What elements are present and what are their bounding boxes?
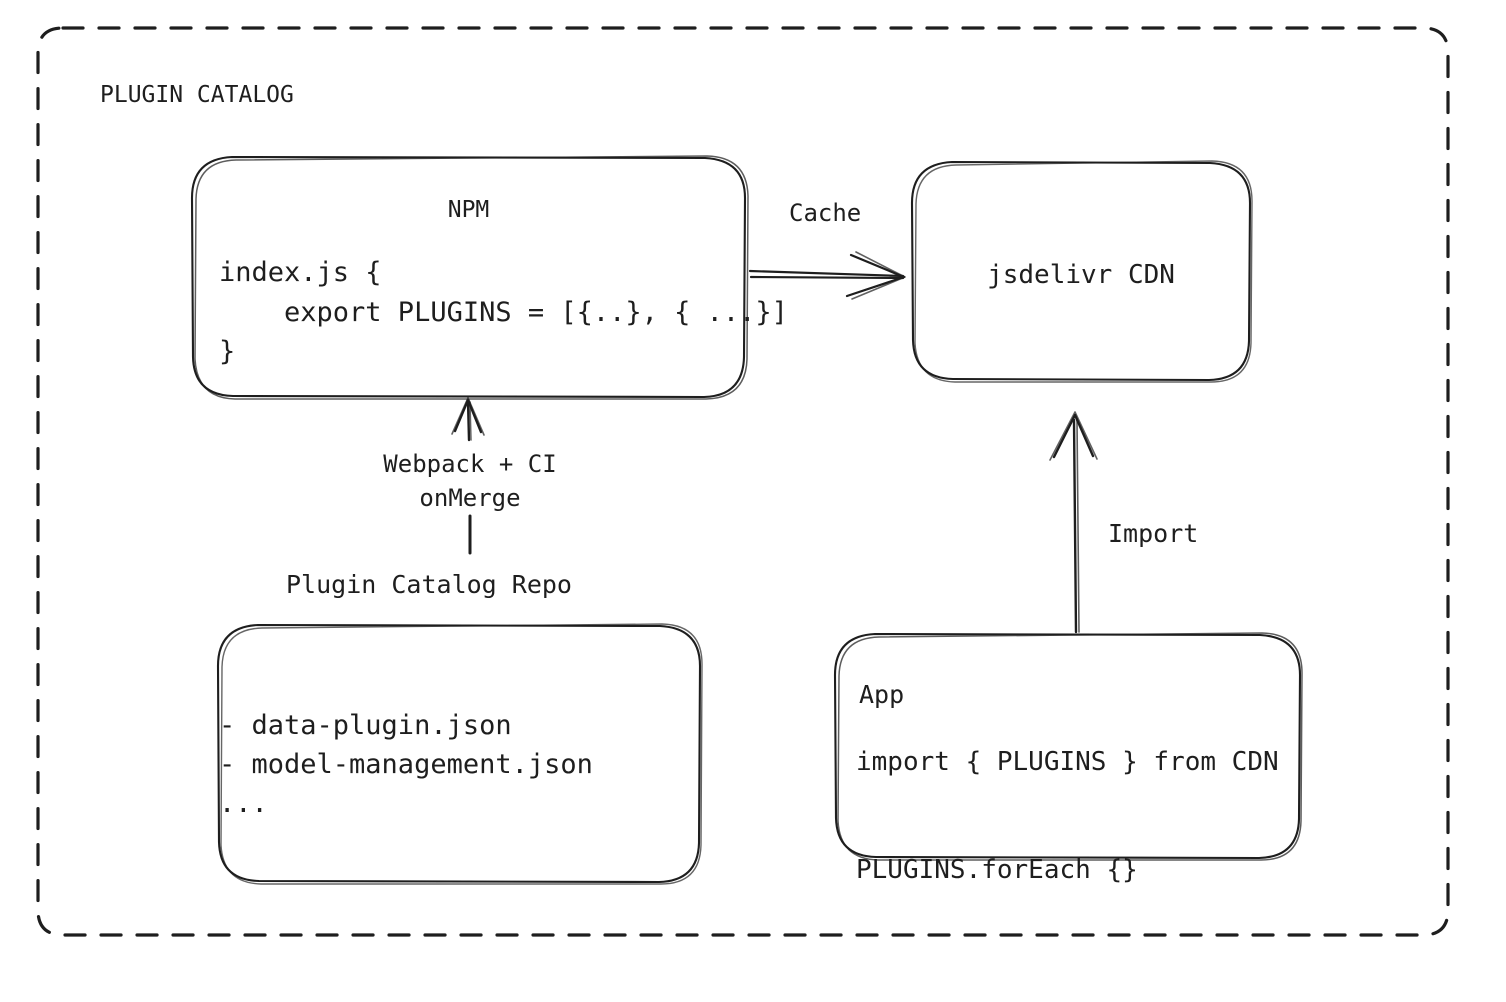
webpack-arrow	[451, 397, 485, 555]
plugin-catalog-group-border	[36, 26, 1450, 937]
plugin-catalog-group-label: PLUGIN CATALOG	[100, 82, 294, 108]
npm-node-box	[190, 155, 749, 400]
import-edge-label: Import	[1108, 519, 1199, 548]
webpack-edge-label: Webpack + CI onMerge	[383, 450, 557, 513]
cache-arrow	[748, 251, 906, 300]
repo-node-box	[216, 623, 703, 885]
app-node-code: import { PLUGINS } from CDN PLUGINS.forE…	[856, 747, 1279, 886]
repo-node-caption: Plugin Catalog Repo	[286, 570, 572, 599]
npm-node-code: index.js { export PLUGINS = [{..}, { ...…	[219, 257, 788, 368]
app-node-title: App	[859, 680, 905, 709]
cdn-node-box	[910, 160, 1253, 383]
import-arrow	[1049, 411, 1098, 634]
cache-edge-label: Cache	[789, 199, 862, 227]
app-node-box	[833, 632, 1303, 861]
cdn-node-title: jsdelivr CDN	[987, 260, 1175, 290]
npm-node-title: NPM	[447, 197, 490, 223]
repo-node-file-list: - data-plugin.json - model-management.js…	[219, 710, 593, 820]
